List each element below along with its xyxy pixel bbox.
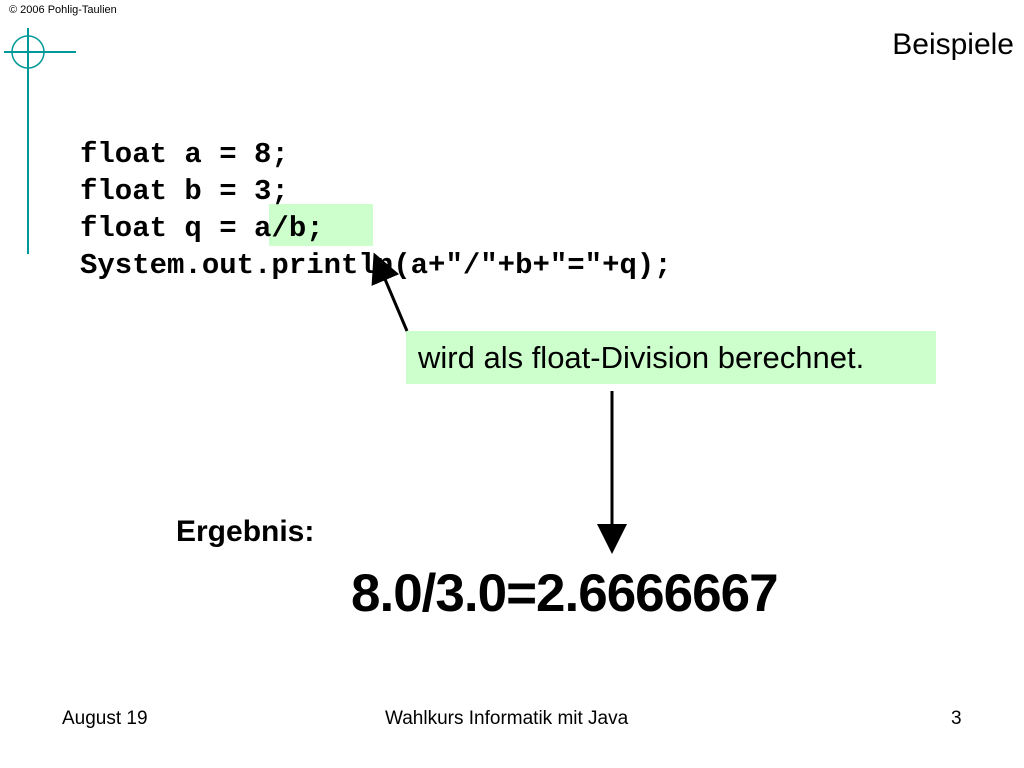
crosshair-logo-icon [4,28,76,254]
page-number: 3 [951,708,962,729]
footer-course-title: Wahlkurs Informatik mit Java [385,708,629,729]
code-line: float a = 8; [80,138,289,171]
slide-title: Beispiele [892,28,1014,61]
result-label: Ergebnis: [176,515,315,548]
arrow-to-expression [371,252,409,332]
result-value: 8.0/3.0=2.6666667 [351,564,779,623]
annotation-box: wird als float-Division berechnet. [406,331,936,384]
code-line: float q = a/b; [80,212,324,245]
footer-date: August 19 [62,708,148,729]
copyright-text: © 2006 Pohlig-Taulien [9,4,117,16]
expression-highlight [269,204,373,246]
code-line: float b = 3; [80,175,289,208]
